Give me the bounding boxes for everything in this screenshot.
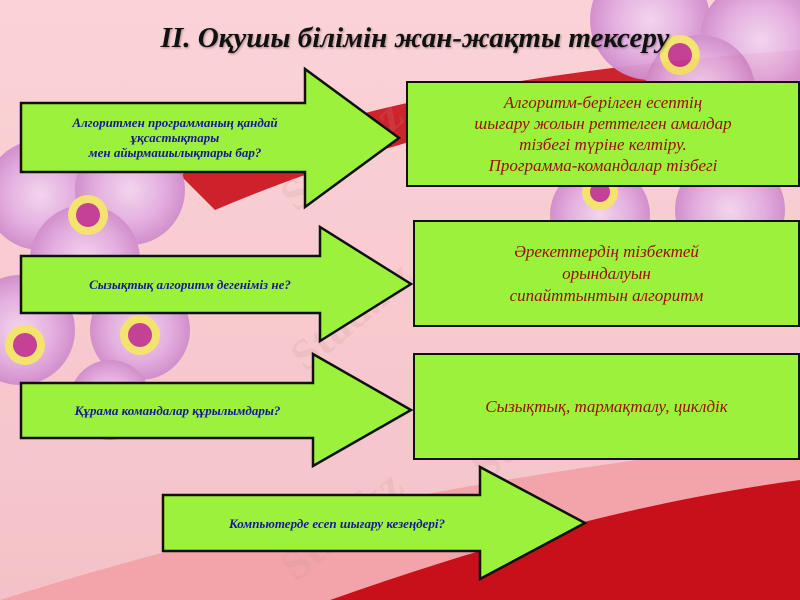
answer-line: тізбегі түріне келтіру. <box>519 135 687 154</box>
answer-box-2: Әрекеттердің тізбектей орындалуын сипайт… <box>413 220 800 327</box>
arrow-right-icon <box>19 66 402 210</box>
question-line: Сызықтық алгоритм дегеніміз не? <box>89 277 291 292</box>
answer-box-3: Сызықтық, тармақталу, циклдік <box>413 353 800 460</box>
answer-line: шығару жолын реттелген амалдар <box>474 114 732 133</box>
question-arrow-1[interactable]: Алгоритмен программаның қандай ұқсастықт… <box>19 66 402 210</box>
question-arrow-4[interactable]: Компьютерде есеп шығару кезеңдері? <box>161 464 588 582</box>
arrow-right-icon <box>19 224 414 344</box>
slide-title: ІІ. Оқушы білімін жан-жақты тексеру <box>160 22 670 54</box>
arrow-right-icon <box>161 464 588 582</box>
question-line: ұқсастықтары <box>130 130 220 145</box>
answer-line: Алгоритм-берілген есептің <box>503 93 703 112</box>
answer-line: Әрекеттердің тізбектей <box>514 241 699 261</box>
answer-line: сипайттынтын алгоритм <box>509 285 704 305</box>
question-arrow-2[interactable]: Сызықтық алгоритм дегеніміз не? <box>19 224 414 344</box>
question-arrow-3[interactable]: Құрама командалар құрылымдары? <box>19 351 414 469</box>
answer-line: Программа-командалар тізбегі <box>488 156 718 175</box>
answer-line: орындалуын <box>562 263 651 283</box>
answer-box-1: Алгоритм-берілген есептің шығару жолын р… <box>406 81 800 187</box>
answer-line: Сызықтық, тармақталу, циклдік <box>485 396 728 416</box>
arrow-right-icon <box>19 351 414 469</box>
question-line: мен айырмашылықтары бар? <box>88 145 262 160</box>
question-line: Алгоритмен программаның қандай <box>72 115 278 130</box>
question-line: Құрама командалар құрылымдары? <box>74 403 281 418</box>
question-line: Компьютерде есеп шығару кезеңдері? <box>228 515 446 531</box>
